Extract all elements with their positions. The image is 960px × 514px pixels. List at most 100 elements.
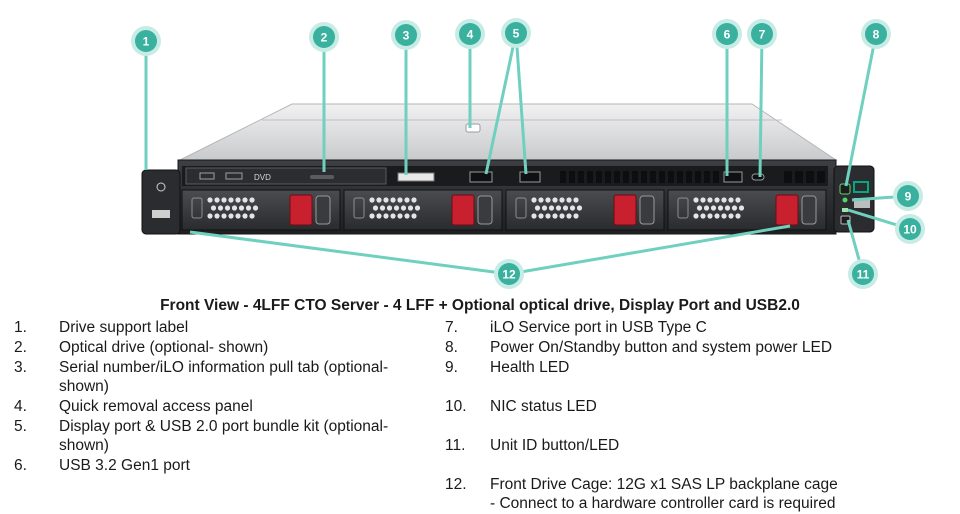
legend-text-continued: - Connect to a hardware controller card …	[490, 495, 836, 512]
drive-release-handle	[613, 194, 637, 226]
callout-number: 8	[873, 28, 880, 42]
legend-number: 9.	[445, 359, 458, 376]
callout-badge: 9	[893, 181, 923, 211]
legend-text: USB 3.2 Gen1 port	[59, 457, 190, 474]
callout-circle	[852, 263, 874, 285]
hpe-logo-badge	[853, 181, 869, 193]
vent-hole	[534, 205, 541, 211]
vent-hole	[707, 213, 713, 219]
vent-hole	[235, 197, 241, 203]
legend-item: 10.NIC status LED	[445, 397, 950, 416]
drive-vent-pattern	[531, 197, 583, 219]
vent-hole	[414, 205, 421, 211]
legend-item: 9.Health LED	[445, 358, 950, 377]
vent-hole	[728, 197, 734, 203]
vent-hole	[224, 205, 231, 211]
vent-hole	[214, 197, 220, 203]
vent-hole	[717, 205, 724, 211]
legend-text: Unit ID button/LED	[490, 437, 620, 454]
vent-hole	[693, 197, 699, 203]
vent-hole	[386, 205, 393, 211]
drive-carrier	[181, 189, 341, 231]
vent-hole	[235, 213, 241, 219]
vent-hole	[231, 205, 238, 211]
vent-hole	[541, 205, 548, 211]
legend-text: Display port & USB 2.0 port bundle kit (…	[59, 418, 389, 454]
vent-slot	[578, 171, 584, 183]
vent-hole	[573, 213, 579, 219]
vent-hole	[731, 205, 738, 211]
vent-hole	[714, 197, 720, 203]
callout-number: 7	[759, 28, 766, 42]
chassis-top-cover	[179, 103, 838, 161]
vent-hole	[538, 213, 544, 219]
vent-hole	[735, 213, 741, 219]
figure-caption: Front View - 4LFF CTO Server - 4 LFF + O…	[160, 297, 800, 314]
legend-item: 8.Power On/Standby button and system pow…	[445, 338, 950, 357]
legend-item: 4.Quick removal access panel	[14, 397, 434, 416]
legend-list-right: 7.iLO Service port in USB Type C 8.Power…	[445, 318, 950, 514]
vent-hole	[573, 197, 579, 203]
drive-carrier	[667, 189, 827, 231]
legend-item: 2.Optical drive (optional- shown)	[14, 338, 434, 357]
legend-number: 1.	[14, 319, 27, 336]
vent-hole	[242, 197, 248, 203]
vent-hole	[369, 197, 375, 203]
drive-release-handle	[451, 194, 475, 226]
drive-led-window	[677, 197, 689, 219]
vent-hole	[566, 197, 572, 203]
callout-leader-line	[758, 33, 764, 178]
vent-slot	[686, 171, 692, 183]
usb3-port	[723, 171, 743, 183]
vent-hole	[221, 197, 227, 203]
vent-hole	[531, 213, 537, 219]
vent-hole	[372, 205, 379, 211]
vent-hole	[559, 213, 565, 219]
optical-icon-b	[225, 172, 243, 180]
vent-hole	[369, 213, 375, 219]
drive-latch	[639, 195, 655, 225]
vent-hole	[714, 213, 720, 219]
callout-badge: 3	[391, 20, 421, 50]
vent-hole	[245, 205, 252, 211]
callout-number: 9	[905, 190, 912, 204]
vent-hole	[228, 213, 234, 219]
callout-circle	[135, 30, 157, 52]
vent-hole	[531, 197, 537, 203]
vent-slot	[659, 171, 665, 183]
legend-text: NIC status LED	[490, 398, 597, 415]
vent-hole	[252, 205, 259, 211]
legend-number: 3.	[14, 359, 27, 376]
nic-status-led	[842, 208, 848, 212]
legend-number: 2.	[14, 339, 27, 356]
callout-circle	[459, 23, 481, 45]
callout-badge: 7	[747, 19, 777, 49]
callout-badge: 10	[895, 214, 925, 244]
drive-carrier	[343, 189, 503, 231]
vent-slot	[641, 171, 647, 183]
drive-bay	[505, 189, 665, 231]
callout-number: 12	[502, 268, 516, 282]
serial-pull-tab	[397, 172, 435, 182]
vent-hole	[242, 213, 248, 219]
vent-hole	[552, 213, 558, 219]
drive-bay	[667, 189, 827, 231]
optical-drive	[185, 167, 387, 185]
vent-slot	[806, 171, 814, 183]
vent-hole	[700, 197, 706, 203]
vent-hole	[738, 205, 745, 211]
vent-hole	[411, 197, 417, 203]
optical-eject-button	[310, 175, 334, 179]
vent-hole	[383, 197, 389, 203]
callout-circle	[899, 218, 921, 240]
legend-item: 11.Unit ID button/LED	[445, 436, 950, 455]
vent-hole	[710, 205, 717, 211]
drive-led-window	[191, 197, 203, 219]
vent-hole	[207, 213, 213, 219]
drive-bay	[181, 189, 341, 231]
callout-circle	[313, 26, 335, 48]
callout-number: 10	[903, 223, 917, 237]
vent-slot	[623, 171, 629, 183]
legend-text: Power On/Standby button and system power…	[490, 339, 833, 356]
